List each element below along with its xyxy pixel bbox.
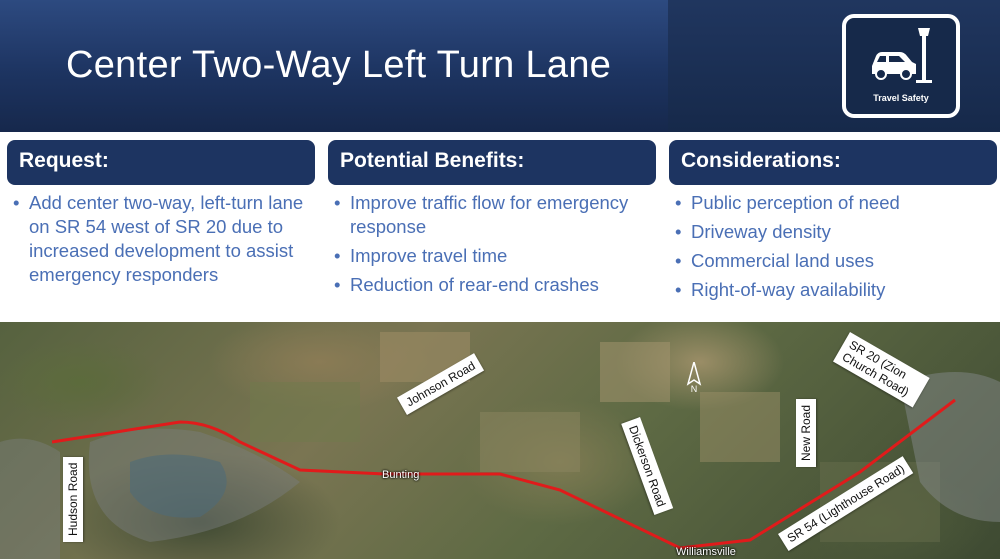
williamsville-label: Williamsville	[676, 546, 736, 558]
request-heading: Request:	[7, 140, 315, 185]
list-item: Add center two-way, left-turn lane on SR…	[7, 191, 315, 287]
request-list: Add center two-way, left-turn lane on SR…	[7, 191, 315, 287]
aerial-map: Hudson Road Johnson Road Dickerson Road …	[0, 322, 1000, 559]
map-terrain	[0, 332, 1000, 559]
considerations-list: Public perception of need Driveway densi…	[669, 191, 997, 302]
benefits-heading: Potential Benefits:	[328, 140, 656, 185]
hudson-road-label: Hudson Road	[63, 456, 83, 542]
list-item: Public perception of need	[669, 191, 997, 215]
route-line	[51, 398, 956, 550]
page-title: Center Two-Way Left Turn Lane	[66, 44, 612, 86]
list-item: Driveway density	[669, 220, 997, 244]
list-item: Commercial land uses	[669, 249, 997, 273]
car-streetlight-icon	[872, 28, 932, 83]
bunting-label: Bunting	[382, 469, 420, 481]
considerations-column: Considerations: Public perception of nee…	[669, 140, 997, 307]
travel-safety-badge: Travel Safety	[842, 14, 960, 118]
list-item: Right-of-way availability	[669, 278, 997, 302]
north-arrow-icon: N	[686, 362, 702, 392]
badge-label: Travel Safety	[873, 93, 929, 103]
list-item: Improve traffic flow for emergency respo…	[328, 191, 656, 239]
new-road-label: New Road	[796, 398, 816, 467]
benefits-column: Potential Benefits: Improve traffic flow…	[328, 140, 656, 302]
considerations-heading: Considerations:	[669, 140, 997, 185]
list-item: Reduction of rear-end crashes	[328, 273, 656, 297]
svg-text:N: N	[691, 384, 698, 392]
request-column: Request: Add center two-way, left-turn l…	[7, 140, 315, 292]
list-item: Improve travel time	[328, 244, 656, 268]
benefits-list: Improve traffic flow for emergency respo…	[328, 191, 656, 297]
